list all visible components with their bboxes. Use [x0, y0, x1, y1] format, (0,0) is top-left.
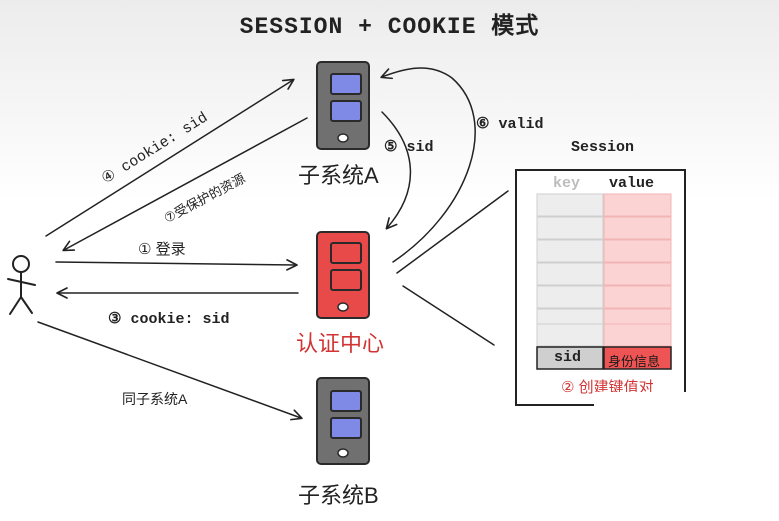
- arrow-valid: [380, 67, 476, 263]
- arrow-protected-resource: [62, 117, 308, 252]
- edge-label-set-cookie: ③ cookie: sid: [108, 311, 230, 328]
- edge-label-same-as-a: 同子系统A: [122, 391, 188, 407]
- edge-label-valid: ⑥ valid: [476, 116, 544, 133]
- edge-label-login: ① 登录: [138, 241, 186, 258]
- stick-figure-user-icon: [7, 255, 36, 315]
- session-table-title: Session: [571, 139, 635, 156]
- session-col-value-header: value: [609, 175, 655, 192]
- link-auth-to-session: [396, 190, 509, 274]
- session-table: [515, 169, 686, 406]
- session-value-cells: [603, 193, 672, 347]
- session-key-sid-text: sid: [554, 349, 582, 366]
- arrow-sid-to-auth: [381, 111, 412, 230]
- edge-label-sid-to-auth: ⑤ sid: [384, 139, 434, 156]
- session-col-key-header: key: [553, 175, 581, 192]
- session-key-cell-sid: [536, 346, 604, 370]
- session-key-cells: [536, 193, 604, 347]
- session-create-kv-caption: ② 创建键值对: [561, 379, 654, 396]
- node-label-subsystem-b: 子系统B: [298, 483, 379, 508]
- blank-corner: [594, 392, 779, 521]
- arrow-cookie-to-a: [45, 78, 295, 237]
- link-auth-to-session-2: [402, 285, 495, 346]
- arrow-login: [55, 259, 298, 271]
- node-label-subsystem-a: 子系统A: [298, 163, 379, 188]
- subsystem-b-device-icon: [316, 377, 370, 465]
- arrow-same-as-a: [37, 321, 303, 421]
- session-value-identity-text: 身份信息: [608, 354, 661, 369]
- diagram-title: SESSION + COOKIE 模式: [239, 14, 540, 40]
- session-value-cell-identity: [603, 346, 672, 370]
- subsystem-a-device-icon: [316, 61, 370, 150]
- node-label-auth-center: 认证中心: [296, 331, 385, 356]
- auth-center-device-icon: [316, 231, 370, 319]
